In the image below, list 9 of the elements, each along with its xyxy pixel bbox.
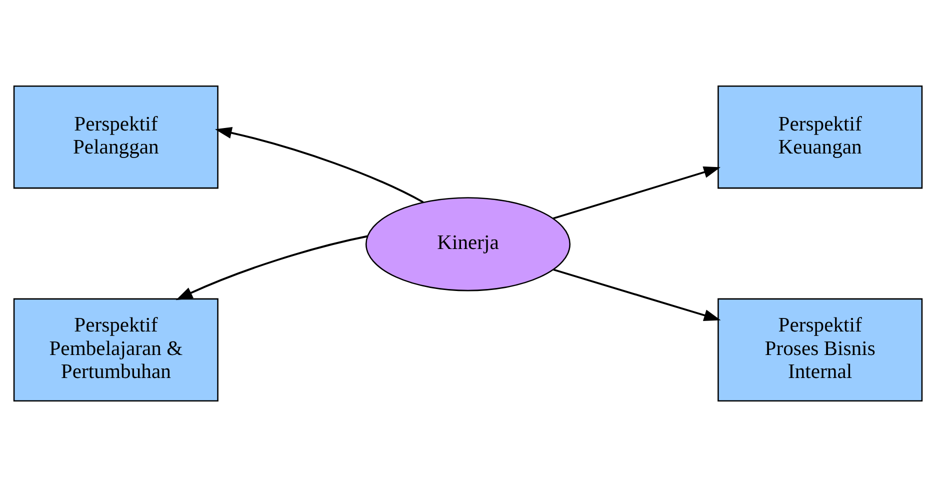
arrow	[176, 234, 368, 300]
arrow	[553, 268, 721, 320]
node-box: Perspektif Proses Bisnis Internal	[718, 298, 923, 401]
node-box: Perspektif Keuangan	[718, 85, 923, 188]
node-box: Perspektif Pelanggan	[13, 85, 218, 188]
node-ellipse: Kinerja	[365, 196, 571, 291]
node-box: Perspektif Pembelajaran & Pertumbuhan	[13, 298, 218, 401]
arrow	[552, 166, 721, 219]
arrow	[214, 126, 424, 203]
